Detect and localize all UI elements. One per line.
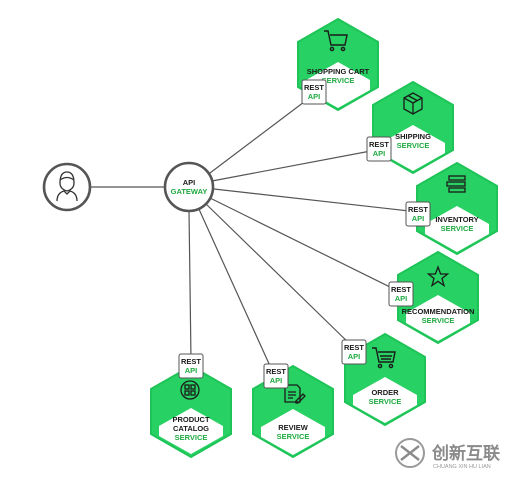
product-catalog-name-1: PRODUCT — [172, 415, 210, 424]
edge-gateway-review — [197, 206, 276, 378]
rest-badge-shopping-cart: REST API — [301, 79, 327, 105]
watermark-sub: CHUANG XIN HU LIAN — [433, 464, 491, 470]
package-box-icon — [403, 92, 423, 115]
recommendation-type: SERVICE — [422, 316, 455, 325]
order-name: ORDER — [371, 388, 399, 397]
shipping-name: SHIPPING — [395, 132, 431, 141]
shopping-cart-type: SERVICE — [322, 76, 355, 85]
edge-gateway-shipping — [211, 149, 377, 182]
svg-text:REST: REST — [344, 343, 364, 352]
gateway-line1: API — [183, 178, 196, 187]
document-pen-icon — [284, 384, 306, 404]
service-inventory: INVENTORY SERVICE — [416, 161, 498, 256]
user-icon — [56, 171, 78, 202]
svg-text:API: API — [185, 366, 198, 375]
inventory-type: SERVICE — [441, 224, 474, 233]
svg-text:API: API — [395, 294, 408, 303]
stacked-boxes-icon — [446, 175, 466, 193]
svg-text:REST: REST — [408, 205, 428, 214]
edge-gateway-order — [204, 202, 355, 349]
edge-gateway-shopping-cart — [205, 95, 313, 177]
service-review: REVIEW SERVICE — [252, 364, 334, 459]
watermark-brand: 创新互联 — [431, 443, 500, 463]
gateway-line2: GATEWAY — [171, 187, 208, 196]
api-gateway-node: API GATEWAY — [163, 161, 215, 213]
client-node — [42, 162, 92, 212]
svg-text:REST: REST — [304, 83, 324, 92]
edge-gateway-inventory — [213, 188, 419, 213]
svg-text:API: API — [308, 92, 321, 101]
inventory-name: INVENTORY — [435, 215, 478, 224]
svg-text:REST: REST — [369, 140, 389, 149]
grid-icon — [180, 380, 200, 400]
svg-text:API: API — [373, 149, 386, 158]
watermark-logo-icon — [400, 445, 420, 461]
svg-text:REST: REST — [181, 357, 201, 366]
edge-gateway-product-catalog — [188, 209, 192, 361]
watermark: 创新互联 CHUANG XIN HU LIAN — [395, 438, 500, 470]
star-icon — [426, 265, 450, 288]
service-shipping: SHIPPING SERVICE — [372, 80, 454, 175]
rest-badge-product-catalog: REST API — [178, 353, 204, 379]
order-cart-icon — [372, 347, 396, 369]
review-type: SERVICE — [277, 432, 310, 441]
shipping-type: SERVICE — [397, 141, 430, 150]
rest-badge-review: REST API — [263, 363, 289, 389]
svg-text:REST: REST — [266, 367, 286, 376]
edge-gateway-recommendation — [209, 197, 401, 293]
shopping-cart-name: SHOPPING CART — [307, 67, 370, 76]
recommendation-name: RECOMMENDATION — [402, 307, 475, 316]
rest-badge-shipping: REST API — [366, 136, 392, 162]
review-name: REVIEW — [278, 423, 309, 432]
svg-text:API: API — [270, 376, 283, 385]
svg-text:API: API — [412, 214, 425, 223]
rest-badge-order: REST API — [341, 339, 367, 365]
product-catalog-type: SERVICE — [175, 433, 208, 442]
connection-lines — [91, 95, 419, 378]
svg-text:REST: REST — [391, 285, 411, 294]
service-product-catalog: PRODUCT CATALOG SERVICE — [150, 364, 232, 459]
rest-badge-recommendation: REST API — [388, 281, 414, 307]
order-type: SERVICE — [369, 397, 402, 406]
service-recommendation: RECOMMENDATION SERVICE — [397, 250, 479, 345]
svg-text:API: API — [348, 352, 361, 361]
rest-badge-inventory: REST API — [405, 201, 431, 227]
product-catalog-name-2: CATALOG — [173, 424, 209, 433]
shopping-cart-icon — [324, 30, 348, 52]
